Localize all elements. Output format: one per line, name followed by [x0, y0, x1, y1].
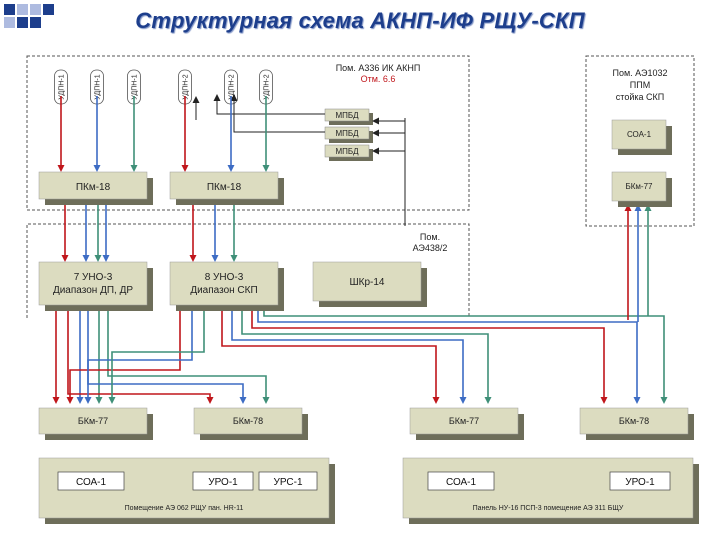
panel-right: СОА-1 УРО-1 Панель НУ-16 ПСП-3 помещение…	[402, 457, 699, 524]
line-uno-right-right-bkm78-red	[251, 310, 608, 404]
panel-left-item-2: УРО-1	[208, 477, 238, 488]
title-bullet-square-3	[4, 17, 15, 28]
detector-label-1: УДПН-1	[59, 74, 66, 99]
zone-ae1032-rack: стойка СКП	[616, 92, 664, 102]
line-uno-right-right-bkm78-green	[263, 310, 668, 404]
detector-label-3: УДПН-1	[132, 74, 139, 99]
line-uno-right-right-bkm77-blue	[231, 310, 467, 404]
panel-right-item-2-box	[609, 471, 671, 491]
title-bullet-square-5	[30, 4, 41, 15]
mpbd-label-1: МПБД	[335, 111, 359, 120]
bkm78-right-block: БКм-78	[579, 407, 694, 440]
slide-title: Структурная схема АКНП-ИФ РЩУ-СКП	[135, 8, 585, 33]
mpbd-link-2	[213, 94, 325, 115]
panel-right-caption: Панель НУ-16 ПСП-3 помещение АЭ 311 БЩУ	[473, 505, 624, 512]
zone-room-ae438-border	[26, 223, 470, 318]
mpbd-label-3: МПБД	[335, 147, 359, 156]
uno-left-line1: 7 УНО-3	[74, 272, 113, 283]
uno-right-line2: Диапазон СКП	[190, 285, 257, 296]
panel-left-item-2-box	[192, 471, 254, 491]
line-uno-right-left-bkm-green	[108, 310, 205, 404]
uno-right-block: 8 УНО-3 Диапазон СКП	[169, 261, 284, 311]
zone-ae438-number: АЭ438/2	[413, 243, 448, 253]
line-uno-left-bkm78-blue	[87, 310, 247, 404]
panel-left-item-1-box	[57, 471, 125, 491]
panel-left-item-1: СОА-1	[76, 477, 107, 488]
panel-left-item-3: УРС-1	[273, 477, 302, 488]
uno-left-block: 7 УНО-3 Диапазон ДП, ДР	[38, 261, 153, 311]
title-bullet-square-7	[30, 17, 41, 28]
panel-left-caption: Помещение АЭ 062 РЩУ пан. НR-11	[125, 505, 244, 512]
panel-right-item-1: СОА-1	[446, 477, 477, 488]
title-bullet-square-1	[4, 4, 15, 15]
line-uno-right-left-bkm-blue	[84, 310, 193, 404]
title-bullet-square-4	[17, 17, 28, 28]
pkm-right-label: ПКм-18	[207, 182, 242, 193]
shkr-label: ШКр-14	[349, 277, 384, 288]
line-uno-left-bkm78-red	[67, 310, 214, 404]
panel-right-item-2: УРО-1	[625, 477, 655, 488]
mpbd-link-3	[230, 94, 325, 133]
zone-ae1032-label: Пом. АЭ1032	[613, 68, 668, 78]
pkm-left-block: ПКм-18	[38, 171, 153, 205]
uno-right-line1: 8 УНО-3	[205, 272, 244, 283]
zone-a336-elevation: Отм. 6.6	[361, 74, 396, 84]
line-uno-right-left-bkm-red	[66, 310, 181, 404]
line-uno-right-right-bkm77-red	[221, 310, 440, 404]
pkm-right-block: ПКм-18	[169, 171, 284, 205]
pkm-left-label: ПКм-18	[76, 182, 111, 193]
panel-left-item-3-box	[258, 471, 318, 491]
line-uno-right-right-bkm78-blue	[257, 310, 641, 404]
mpbd-block-1: МПБД	[324, 108, 373, 125]
mpbd-block-3: МПБД	[324, 144, 373, 161]
detector-label-6: УДПН-2	[264, 74, 271, 99]
bkm-top-block: БКм-77	[611, 171, 672, 207]
panel-left: СОА-1 УРО-1 УРС-1 Помещение АЭ 062 РЩУ п…	[38, 457, 335, 524]
zone-room-a336-border	[26, 55, 470, 211]
zone-ae438-label: Пом.	[420, 232, 440, 242]
soa-top-label: СОА-1	[627, 130, 652, 139]
title-bullet-square-6	[43, 4, 54, 15]
zone-a336-label: Пом. А336 ИК АКНП	[336, 63, 421, 73]
detectors-group: УДПН-1 УДПН-1 УДПН-1 УДПН-2 УДПН-2 УДПН-2	[54, 69, 273, 105]
detector-label-4: УДПН-2	[183, 74, 190, 99]
bkm77-right-block: БКм-77	[409, 407, 524, 440]
bkm77-right-label: БКм-77	[449, 416, 479, 426]
detector-label-5: УДПН-2	[229, 74, 236, 99]
detector-label-2: УДПН-1	[95, 74, 102, 99]
bkm78-left-block: БКм-78	[193, 407, 308, 440]
detector-6: УДПН-2	[259, 69, 273, 105]
zone-ae1032-ppm: ППМ	[630, 80, 650, 90]
bkm78-right-label: БКм-78	[619, 416, 649, 426]
uno-left-line2: Диапазон ДП, ДР	[53, 285, 133, 296]
bkm78-left-label: БКм-78	[233, 416, 263, 426]
panel-right-item-1-box	[427, 471, 495, 491]
mpbd-block-2: МПБД	[324, 126, 373, 143]
connections	[52, 96, 668, 404]
shkr-block: ШКр-14	[312, 261, 427, 307]
line-uno-right-right-bkm77-green	[241, 310, 492, 404]
bkm-top-label: БКм-77	[626, 182, 654, 191]
bkm77-left-block: БКм-77	[38, 407, 153, 440]
zone-room-ae1032-border	[585, 55, 695, 227]
title-bullet-square-2	[17, 4, 28, 15]
mpbd-label-2: МПБД	[335, 129, 359, 138]
soa-top-block: СОА-1	[611, 119, 672, 155]
bkm77-left-label: БКм-77	[78, 416, 108, 426]
line-uno-left-bkm78-green	[107, 310, 270, 404]
